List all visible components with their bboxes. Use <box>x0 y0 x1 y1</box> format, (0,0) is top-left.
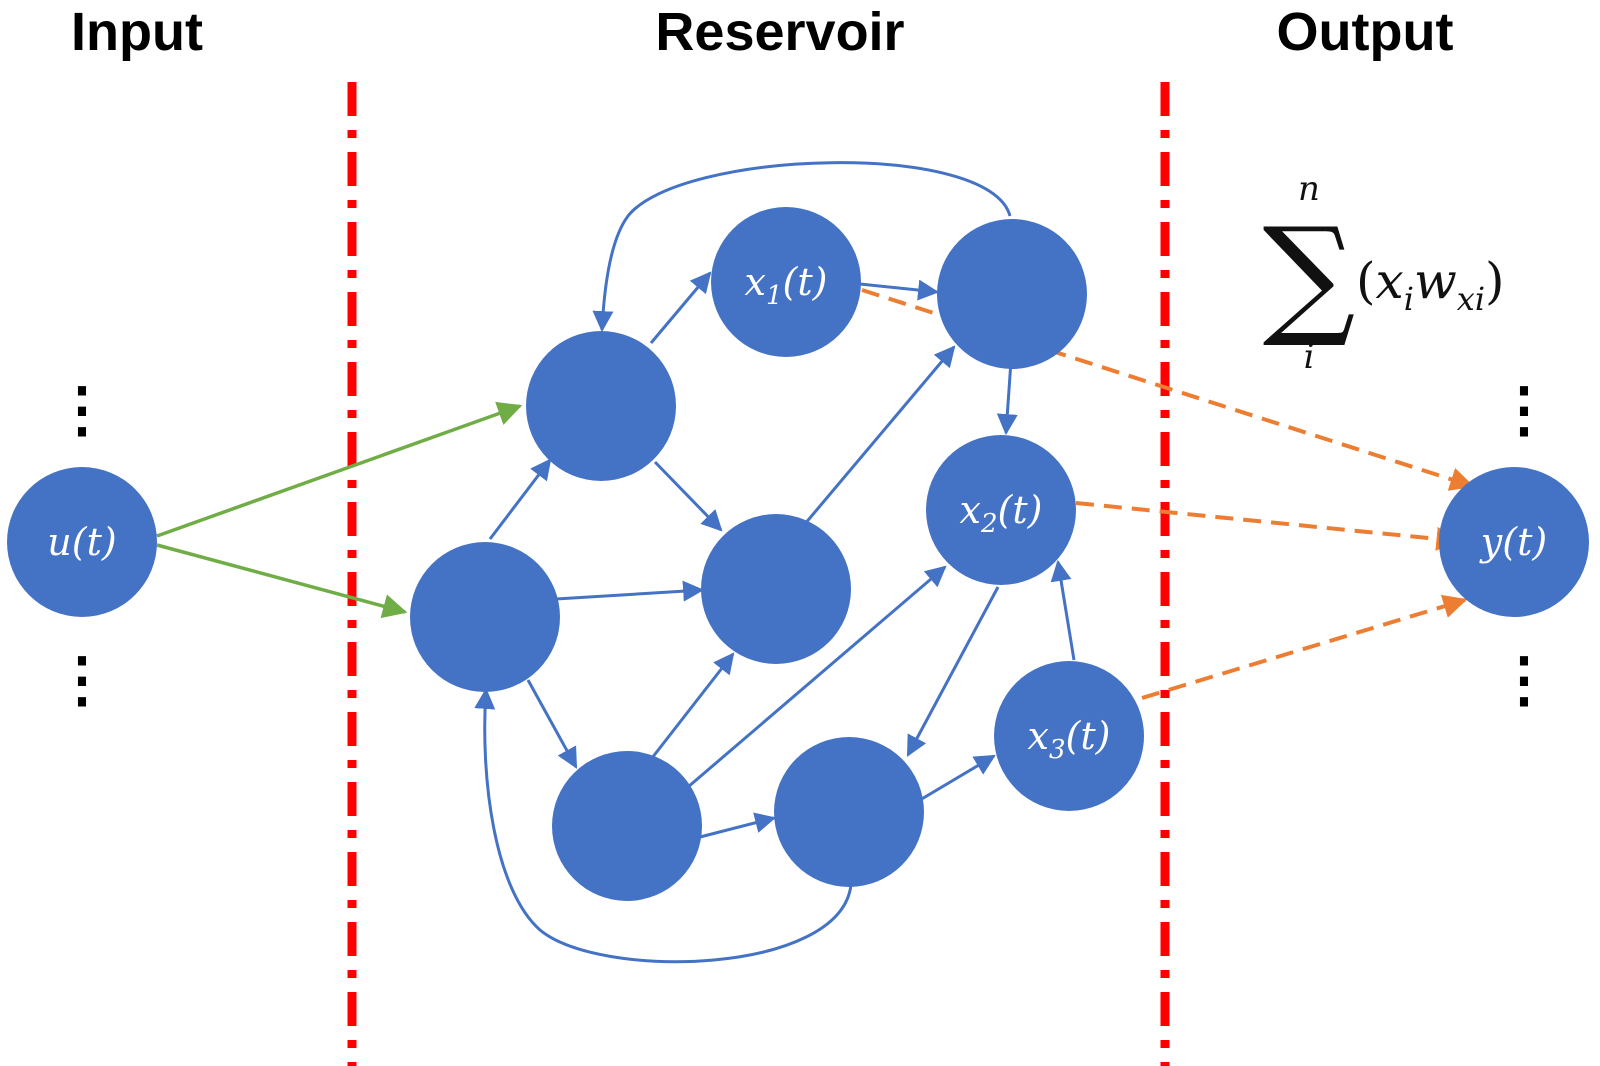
reservoir-node-e <box>552 751 702 901</box>
edge-c-to-e <box>526 679 578 769</box>
input-ellipsis-top: ⋮ <box>52 376 112 443</box>
readout-edge-x1 <box>861 288 1475 491</box>
edge-f-to-x3 <box>919 754 996 802</box>
x3-node-label: x3(t) <box>1028 714 1111 765</box>
output-node <box>1439 467 1589 617</box>
edge-a-to-x1 <box>649 271 712 344</box>
reservoir-node-x1 <box>711 207 861 357</box>
sum-lower-limit: i <box>1304 337 1315 377</box>
reservoir-node-d <box>701 514 851 664</box>
readout-edge-x3 <box>1141 594 1468 700</box>
reservoir-node-c <box>410 542 560 692</box>
reservoir-node-x2 <box>926 435 1076 585</box>
x1-node-label: x1(t) <box>745 260 828 311</box>
edge-e-to-f <box>699 812 777 839</box>
input-edge-to-node-a <box>156 401 523 538</box>
sum-body: (xiwxi) <box>1356 252 1505 318</box>
reservoir-node-b <box>937 219 1087 369</box>
edge-x2-to-f <box>906 586 1000 757</box>
input-node <box>7 467 157 617</box>
edge-d-to-b <box>802 345 956 526</box>
reservoir-node-a <box>526 331 676 481</box>
edge-f-loop-to-c <box>474 687 853 964</box>
input-section-title: Input <box>71 2 203 62</box>
input-node-label: u(t) <box>47 520 116 564</box>
input-ellipsis-bottom: ⋮ <box>52 646 112 713</box>
reservoir-node-x3 <box>994 661 1144 811</box>
edge-b-to-x2 <box>996 360 1018 436</box>
edge-x1-to-b <box>859 279 940 301</box>
readout-formula: n ∑ i (xiwxi) <box>1263 169 1505 377</box>
edge-a-to-d <box>653 460 723 532</box>
output-ellipsis-bottom: ⋮ <box>1494 646 1554 713</box>
output-ellipsis-top: ⋮ <box>1494 376 1554 443</box>
edge-c-to-a <box>488 458 552 540</box>
reservoir-section-title: Reservoir <box>655 2 904 62</box>
output-node-label: y(t) <box>1479 520 1547 564</box>
edge-c-to-d <box>555 580 705 602</box>
edge-e-to-d <box>650 652 735 759</box>
sum-upper-limit: n <box>1298 169 1320 209</box>
edge-b-loop-to-a <box>592 161 1012 333</box>
readout-edge-x2 <box>1075 501 1461 551</box>
output-section-title: Output <box>1277 2 1454 62</box>
reservoir-node-f <box>774 737 924 887</box>
sum-symbol: ∑ <box>1263 199 1356 351</box>
edge-x3-to-x2 <box>1050 559 1076 661</box>
input-edge-to-node-c <box>156 543 408 619</box>
edge-e-to-x2 <box>687 565 947 789</box>
x2-node-label: x2(t) <box>960 488 1043 539</box>
